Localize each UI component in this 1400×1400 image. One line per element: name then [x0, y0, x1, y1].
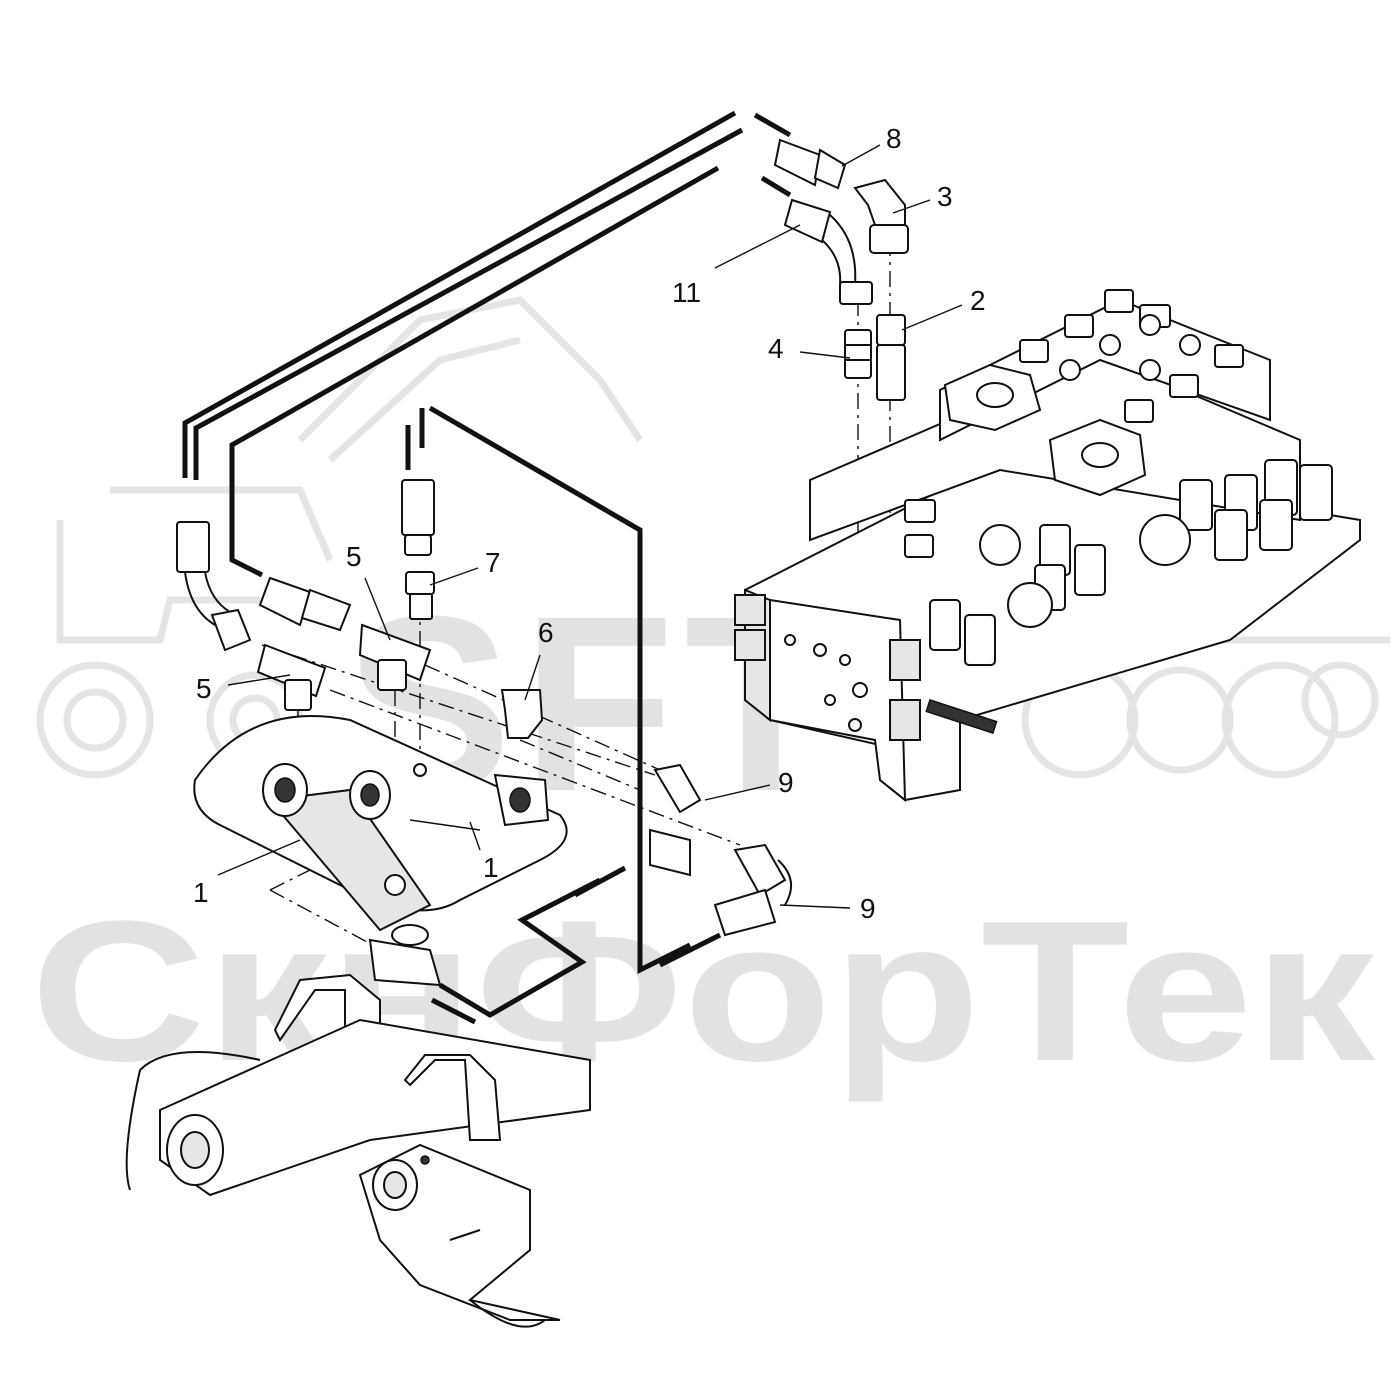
hose-routing-lines: [182, 110, 792, 1025]
callout-2: 2: [970, 285, 986, 316]
hose-8-end: [773, 138, 847, 190]
elbow-fitting-3: [853, 178, 909, 254]
valve-caps: [904, 289, 1244, 558]
callout-3: 3: [937, 181, 953, 212]
watermark-company-text: СкнФорТек: [30, 880, 1376, 1103]
callout-leaders: [217, 144, 963, 909]
callout-11: 11: [672, 277, 701, 308]
adapter-4: [844, 329, 872, 379]
adapter-7: [405, 571, 435, 620]
callout-9-upper: 9: [778, 767, 794, 798]
callout-7: 7: [485, 547, 501, 578]
hose-vertical-end: [401, 479, 435, 556]
callout-6: 6: [538, 617, 554, 648]
hose-11-assembly: [783, 198, 873, 305]
hydraulic-cylinder-1: [193, 715, 568, 987]
elbow-fitting-6: [500, 689, 544, 739]
callout-5-left: 5: [196, 673, 212, 704]
callout-8: 8: [886, 123, 902, 154]
loader-frame: [125, 973, 591, 1328]
hose-9-lower: [713, 843, 793, 937]
solenoid-coils: [929, 459, 1333, 666]
callout-9-lower: 9: [860, 893, 876, 924]
hose-second-end: [258, 576, 352, 632]
callout-1-center: 1: [483, 852, 499, 883]
hose-left-end: [176, 521, 252, 652]
callout-5-center: 5: [346, 541, 362, 572]
callout-1-left: 1: [193, 877, 209, 908]
callout-numbers: 8 3 11 2 4 5 7 6 5 9 1 1 9: [193, 123, 986, 924]
callout-4: 4: [768, 333, 784, 364]
adapter-2: [876, 314, 906, 401]
tee-fitting-5-left: [256, 643, 327, 711]
tee-fitting-5-center: [358, 623, 432, 691]
hose-9-upper: [649, 763, 702, 877]
control-valve-assembly: [734, 289, 1361, 803]
